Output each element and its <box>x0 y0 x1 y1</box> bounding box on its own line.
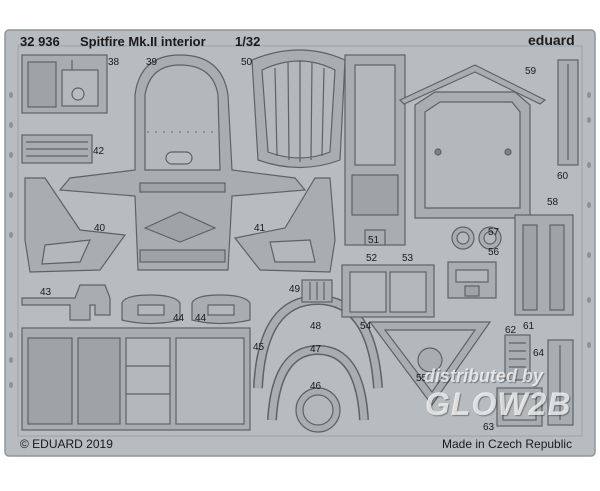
part-54 <box>368 321 492 407</box>
fret-scale: 1/32 <box>235 34 261 49</box>
part-42 <box>21 134 93 164</box>
part-number-50: 50 <box>241 57 253 68</box>
fret-inner-frame <box>17 45 583 437</box>
part-62 <box>504 334 531 381</box>
part-number-60: 60 <box>557 171 569 182</box>
part-64 <box>547 339 574 426</box>
part-61 <box>514 214 574 316</box>
part-38 <box>21 54 108 114</box>
part-39 <box>58 54 307 271</box>
part-number-55: 55 <box>416 373 428 384</box>
part-56 <box>447 261 497 299</box>
part-number-59: 59 <box>525 66 537 77</box>
part-number-49: 49 <box>289 284 301 295</box>
part-number-43: 43 <box>40 287 52 298</box>
part-number-62: 62 <box>505 325 517 336</box>
part-49 <box>301 279 333 303</box>
part-number-58: 58 <box>547 197 559 208</box>
part-40 <box>24 177 127 273</box>
part-47 <box>267 344 369 421</box>
part-number-63: 63 <box>483 422 495 433</box>
fret-edge-marks <box>9 92 591 388</box>
part-46 <box>295 387 341 433</box>
copyright-text: © EDUARD 2019 <box>20 437 113 451</box>
fret-title: Spitfire Mk.II interior <box>80 34 206 49</box>
part-60 <box>557 59 579 166</box>
origin-text: Made in Czech Republic <box>442 437 573 451</box>
part-number-51: 51 <box>368 235 380 246</box>
part-44-right <box>191 294 251 325</box>
part-number-44-left: 44 <box>173 313 185 324</box>
part-number-56: 56 <box>488 247 500 258</box>
fret-code: 32 936 <box>20 34 60 49</box>
part-number-52: 52 <box>366 253 378 264</box>
part-number-61: 61 <box>523 321 535 332</box>
part-number-57: 57 <box>488 227 500 238</box>
part-63 <box>496 387 543 427</box>
part-58 <box>414 91 531 219</box>
part-number-64: 64 <box>533 348 545 359</box>
part-number-48: 48 <box>310 321 322 332</box>
part-50 <box>251 49 346 169</box>
part-number-38: 38 <box>108 57 120 68</box>
part-number-46: 46 <box>310 381 322 392</box>
part-52-53 <box>341 264 435 318</box>
part-number-41: 41 <box>254 223 266 234</box>
part-number-53: 53 <box>402 253 414 264</box>
part-59 <box>398 64 547 105</box>
part-number-54: 54 <box>360 321 372 332</box>
part-number-40: 40 <box>94 223 106 234</box>
part-44-left <box>121 294 181 325</box>
part-number-44-right: 44 <box>195 313 207 324</box>
seat-rivets <box>147 131 213 133</box>
distributor-watermark-line2: GLOW2B <box>425 386 572 422</box>
part-57 <box>451 226 502 250</box>
part-43 <box>21 284 111 321</box>
part-number-47: 47 <box>310 344 322 355</box>
part-number-45: 45 <box>253 342 265 353</box>
part-number-39: 39 <box>146 57 158 68</box>
part-45 <box>21 327 251 431</box>
part-number-42: 42 <box>93 146 105 157</box>
part-41 <box>233 177 336 273</box>
part-51 <box>344 54 406 246</box>
brand-logo: eduard <box>528 32 575 48</box>
distributor-watermark-line1: distributed by <box>424 366 544 386</box>
